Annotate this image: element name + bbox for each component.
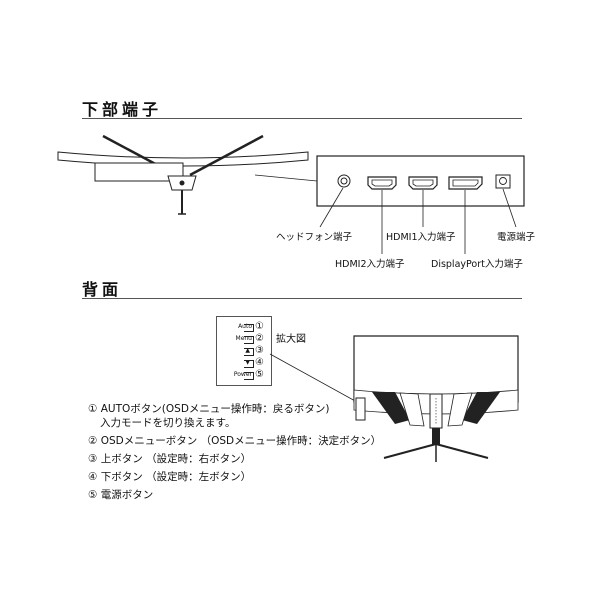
section-rule-back bbox=[82, 298, 522, 299]
button-label-menu: Menu bbox=[235, 335, 252, 342]
displayport-port-label: DisplayPort入力端子 bbox=[431, 259, 523, 270]
control-buttons-zoom-box bbox=[216, 316, 272, 386]
button-num-4: ④ bbox=[255, 357, 264, 368]
control-button-row-auto: Auto ① bbox=[218, 321, 270, 334]
button-label-power: Power bbox=[233, 371, 252, 378]
control-button-row-power: Power ⑤ bbox=[218, 369, 270, 382]
section-title-bottom-ports: 下部端子 bbox=[82, 100, 163, 119]
button-num-5: ⑤ bbox=[255, 369, 264, 380]
button-num-2: ② bbox=[255, 333, 264, 344]
button-num-3: ③ bbox=[255, 345, 264, 356]
back-control-area bbox=[355, 397, 366, 421]
headphone-port-label: ヘッドフォン端子 bbox=[276, 232, 353, 243]
headphone-port-icon bbox=[337, 174, 351, 188]
legend-item-3: ③ 上ボタン （設定時：右ボタン） bbox=[88, 453, 252, 465]
section-rule-bottom bbox=[82, 118, 522, 119]
button-icon-menu bbox=[244, 336, 254, 344]
section-title-back: 背面 bbox=[82, 280, 123, 299]
power-port-icon bbox=[495, 174, 511, 189]
hdmi2-port-label: HDMI2入力端子 bbox=[335, 259, 405, 270]
button-label-auto: Auto bbox=[238, 323, 252, 330]
button-icon-power bbox=[244, 372, 254, 380]
up-arrow-icon: ▲ bbox=[245, 347, 250, 354]
control-button-row-menu: Menu ② bbox=[218, 333, 270, 346]
legend-item-1-desc: 入力モードを切り換えます。 bbox=[100, 417, 236, 429]
button-icon-auto bbox=[244, 324, 254, 332]
legend-list: ① AUTOボタン(OSDメニュー操作時：戻るボタン) 入力モードを切り換えます… bbox=[88, 402, 381, 502]
button-icon-down bbox=[244, 360, 254, 368]
control-button-row-up: ▲ ③ bbox=[218, 345, 270, 358]
power-port-label: 電源端子 bbox=[497, 232, 536, 243]
control-buttons-list: Auto ① Menu ② ▲ ③ ▼ ④ Power ⑤ bbox=[218, 321, 270, 382]
legend-item-5: ⑤ 電源ボタン bbox=[88, 489, 154, 501]
hdmi1-port-label: HDMI1入力端子 bbox=[386, 232, 456, 243]
button-icon-up bbox=[244, 348, 254, 356]
down-arrow-icon: ▼ bbox=[245, 359, 250, 366]
legend-item-2: ② OSDメニューボタン （OSDメニュー操作時：決定ボタン） bbox=[88, 435, 382, 447]
button-num-1: ① bbox=[255, 321, 264, 332]
zoom-label: 拡大図 bbox=[276, 334, 306, 345]
legend-item-1: ① AUTOボタン(OSDメニュー操作時：戻るボタン) bbox=[88, 403, 330, 415]
control-button-row-down: ▼ ④ bbox=[218, 357, 270, 370]
legend-item-4: ④ 下ボタン （設定時：左ボタン） bbox=[88, 471, 252, 483]
